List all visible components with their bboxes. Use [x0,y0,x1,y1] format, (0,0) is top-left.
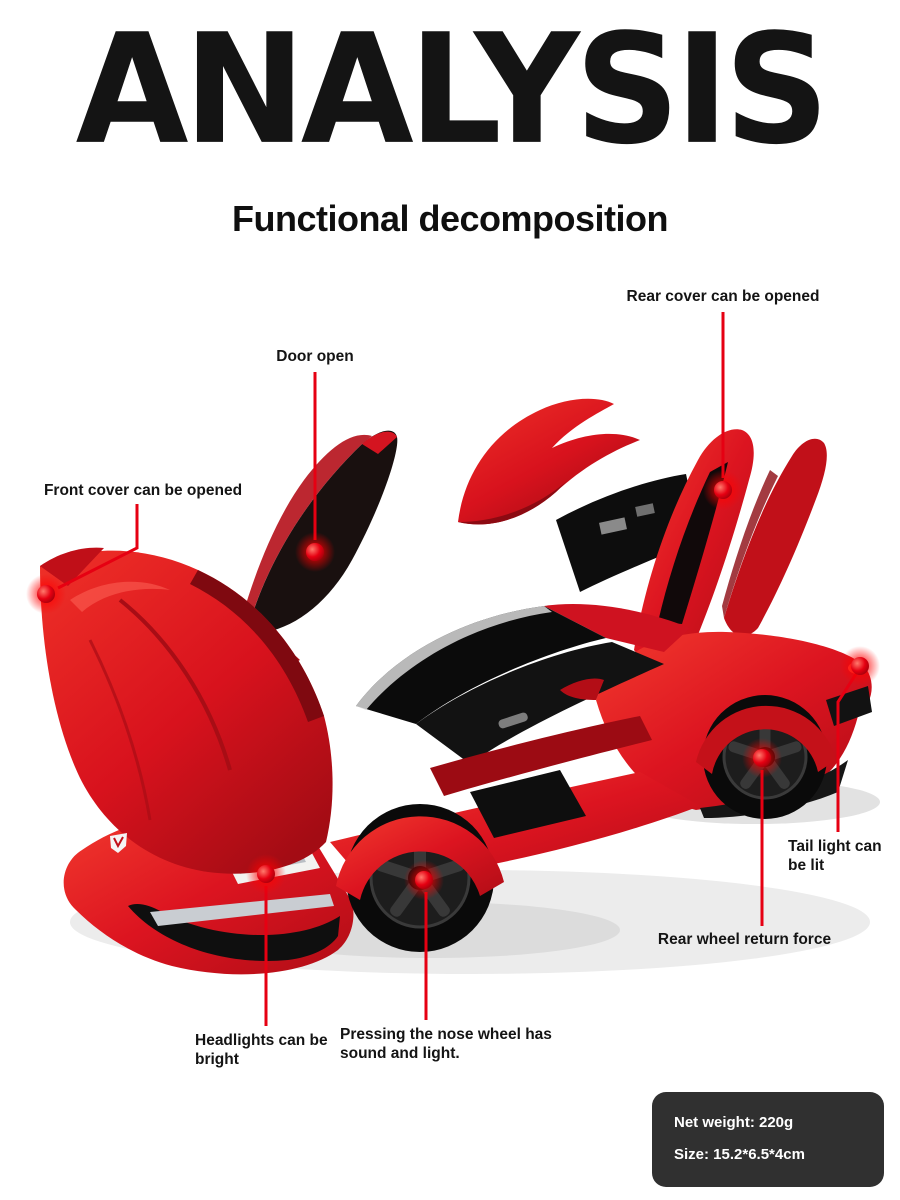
front-bumper [128,904,340,961]
engine-bay [556,474,700,592]
spec-size: Size: 15.2*6.5*4cm [674,1146,805,1164]
front-hood-open [40,547,333,874]
callout-dot-tail-light [840,646,880,686]
spec-box: Net weight: 220g Size: 15.2*6.5*4cm [652,1092,884,1187]
callout-line-tail-light [836,673,858,832]
callout-dot-door [295,532,335,572]
callout-line-front-cover [57,504,139,590]
rear-cover-winglet [458,398,640,525]
cabin [356,604,690,764]
callout-dot-rear-cover [703,470,743,510]
callout-lines [57,312,858,1026]
front-fender [336,816,504,900]
callout-label-rear-wheel: Rear wheel return force [657,931,832,948]
windshield [356,606,606,724]
callout-dot-front-cover [26,574,66,614]
callout-dot-headlights [246,854,286,894]
callout-label-nose-wheel: Pressing the nose wheel has sound and li… [340,1026,552,1062]
page-title: ANALYSIS [75,1,830,179]
callout-label-tail-light: Tail light can be lit [788,838,882,874]
rear-cover-panel [722,438,827,637]
callout-dot-rear-wheel [742,738,782,778]
callout-dot-nose-wheel [404,860,444,900]
callout-dots [26,470,880,900]
hood-emblem [110,833,127,853]
callout-label-door: Door open [276,348,354,365]
spec-net-weight: Net weight: 220g [674,1114,794,1131]
rear-fender [696,705,836,774]
callout-label-rear-cover: Rear cover can be opened [626,288,820,305]
callout-label-front-cover: Front cover can be opened [43,482,243,499]
page-subtitle: Functional decomposition [232,198,669,239]
callout-label-headlights: Headlights can be bright [195,1032,328,1068]
